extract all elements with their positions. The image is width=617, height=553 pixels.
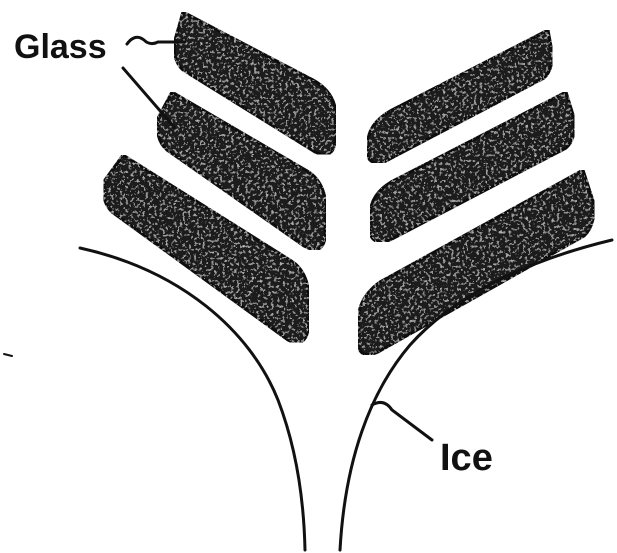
glass-label: Glass [14, 28, 107, 66]
ice-leader-line [372, 402, 432, 440]
ice-label: Ice [440, 437, 493, 479]
glass-left-group [104, 12, 336, 342]
stray-mark [4, 354, 12, 356]
glass-right-group [358, 30, 594, 355]
